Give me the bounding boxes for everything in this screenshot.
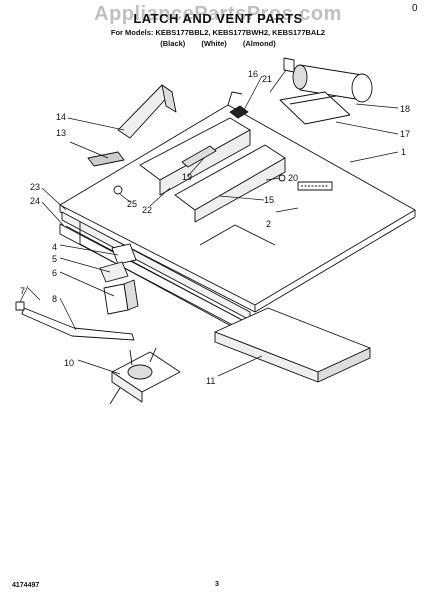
callout-16: 16 <box>248 69 258 79</box>
callout-6: 6 <box>52 268 57 278</box>
screw-25-part <box>113 185 123 195</box>
callout-21: 21 <box>262 74 272 84</box>
callout-17: 17 <box>400 129 410 139</box>
small-plate-part <box>87 151 125 167</box>
callout-8: 7 <box>20 286 25 296</box>
latch-parts <box>99 243 139 315</box>
callout-5: 5 <box>52 254 57 264</box>
motor-assembly-part <box>279 57 373 125</box>
tab-part <box>229 105 249 119</box>
callout-22: 22 <box>142 205 152 215</box>
colors-line: (Black) (White) (Almond) <box>160 39 276 48</box>
callout-13: 13 <box>56 128 66 138</box>
callout-18: 18 <box>400 104 410 114</box>
baffle-part <box>117 84 177 139</box>
front-rails-part <box>59 211 251 335</box>
callout-15: 15 <box>264 195 274 205</box>
callout-7: 8 <box>52 294 57 304</box>
models-line: For Models: KEBS177BBL2, KEBS177BWH2, KE… <box>110 28 326 37</box>
callout-19: 19 <box>182 172 192 182</box>
leader-lines <box>19 69 399 377</box>
callout-23: 23 <box>30 182 40 192</box>
callout-25: 25 <box>127 199 137 209</box>
watermark: AppliancePartsPros.com <box>94 3 342 25</box>
page-number: 3 <box>215 581 219 588</box>
page-title: LATCH AND VENT PARTS <box>133 11 303 26</box>
main-panel-part <box>59 91 416 313</box>
callout-2: 2 <box>266 219 271 229</box>
lower-plate-part <box>214 307 371 383</box>
corner-mark: 0 <box>412 3 418 14</box>
latch-assembly-part <box>109 347 181 405</box>
callout-11: 11 <box>206 376 215 386</box>
callout-numbers: 1 2 4 5 6 7 8 10 11 13 14 15 16 17 18 19… <box>20 69 410 386</box>
callout-10: 10 <box>64 358 74 368</box>
callout-14: 14 <box>56 112 66 122</box>
callout-1: 1 <box>401 147 406 157</box>
callout-24: 24 <box>30 196 40 206</box>
vent-duct-part <box>139 117 286 223</box>
callout-20: 20 <box>288 173 298 183</box>
part-number: 4174497 <box>12 582 40 589</box>
callout-4: 4 <box>52 242 57 252</box>
